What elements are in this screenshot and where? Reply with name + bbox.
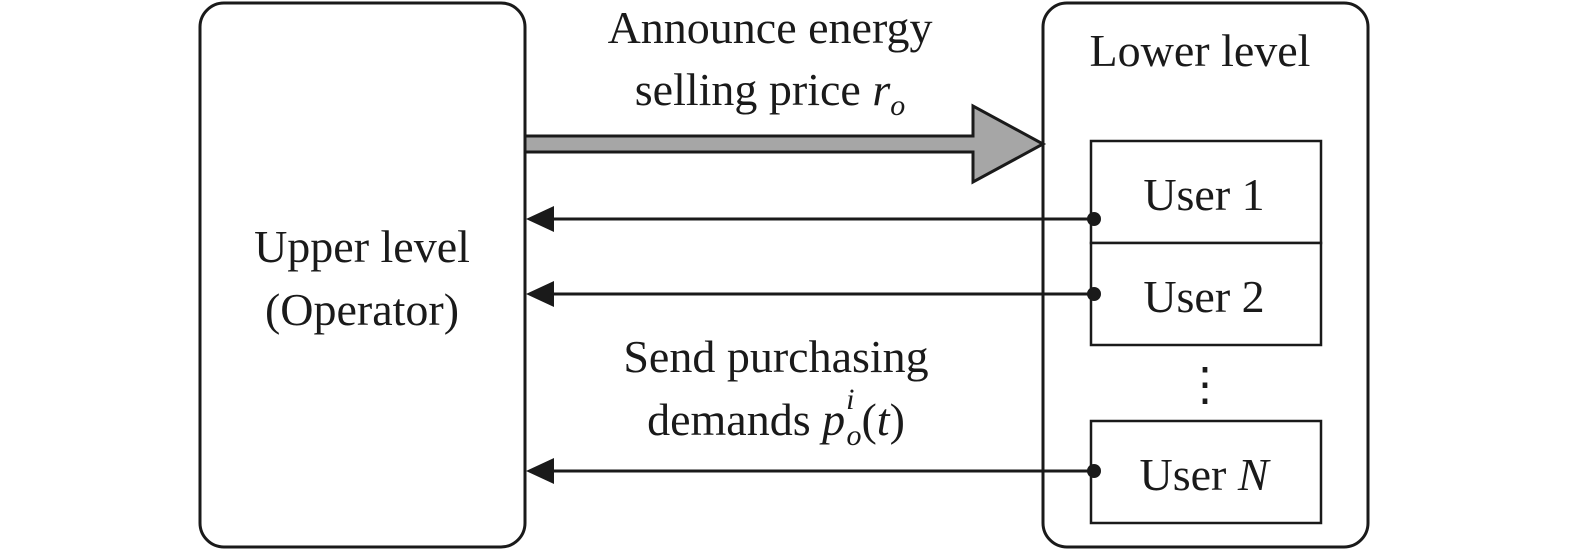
lower-level-label: Lower level	[1090, 25, 1311, 76]
user-2-label: User 2	[1143, 271, 1264, 322]
upper-level-operator-label: (Operator)	[265, 284, 459, 335]
demand-message-line1: Send purchasing	[623, 331, 928, 382]
announce-price-arrow	[523, 103, 1047, 185]
user-1-box	[1089, 139, 1323, 245]
upper-level-box	[198, 1, 527, 549]
announce-message-line2: selling price ro	[635, 64, 906, 122]
upper-level-label: Upper level	[254, 221, 470, 272]
user-n-demand-arrow	[526, 458, 1101, 484]
announce-message-line1: Announce energy	[608, 2, 933, 53]
user-n-box	[1089, 419, 1323, 525]
vertical-ellipsis: ⋮	[1182, 359, 1228, 410]
user-2-demand-arrow	[526, 281, 1101, 307]
user-1-label: User 1	[1143, 169, 1264, 220]
user-2-box	[1089, 241, 1323, 347]
user-n-label: User N	[1139, 449, 1270, 500]
user-1-demand-arrow	[526, 206, 1101, 232]
